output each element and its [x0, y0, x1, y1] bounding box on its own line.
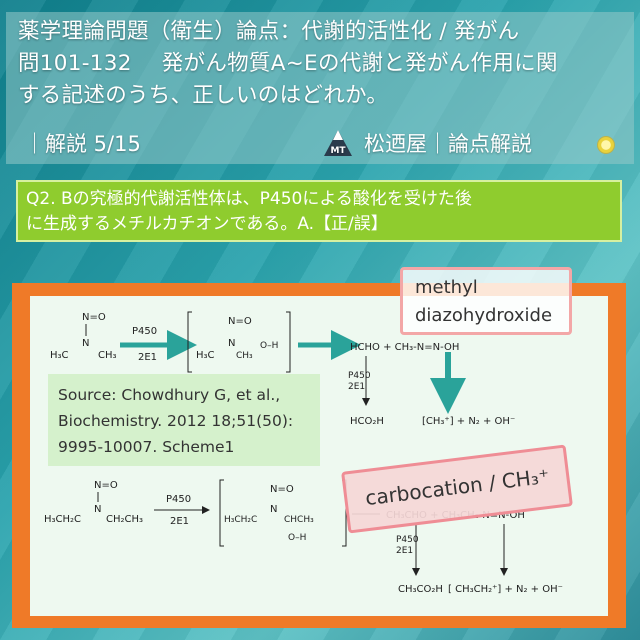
svg-text:O–H: O–H — [288, 533, 306, 543]
svg-text:CH₃: CH₃ — [98, 350, 117, 361]
enzyme-label: P450 — [348, 371, 371, 381]
callout-methyl-line-1: methyl — [415, 277, 478, 298]
callout-methyl-line-2: diazohydroxide — [415, 305, 553, 326]
title-line-1: 薬学理論問題（衛生）論点：代謝的活性化 / 発がん — [18, 19, 520, 44]
svg-text:CH₃: CH₃ — [236, 351, 253, 361]
dmn-molecule: N=O N H₃C CH₃ — [50, 312, 117, 361]
logo-text: MT — [330, 146, 346, 156]
title-line-2: 問101-132 発がん物質A~Eの代謝と発がん作用に関 — [18, 48, 628, 80]
svg-text:CHCH₃: CHCH₃ — [284, 515, 314, 525]
svg-text:N=O: N=O — [82, 312, 106, 323]
source-line-3: 9995-10007. Scheme1 — [58, 438, 235, 456]
source-citation: Source: Chowdhury G, et al., Biochemistr… — [48, 374, 320, 466]
metabolism-scheme: N=O N H₃C CH₃ P450 2E1 N=O N H₃C CH₃ O–H… — [44, 311, 563, 595]
svg-text:N=O: N=O — [94, 480, 118, 491]
svg-text:N: N — [228, 338, 235, 349]
methyl-diazohydroxide-callout: methyl diazohydroxide — [400, 267, 572, 335]
page-title: 薬学理論問題（衛生）論点：代謝的活性化 / 発がん 問101-132 発がん物質A… — [18, 16, 628, 112]
ethyl-cation-products: [ CH₃CH₂⁺] + N₂ + OH⁻ — [448, 584, 563, 595]
svg-text:N=O: N=O — [228, 316, 252, 327]
svg-text:H₃CH₂C: H₃CH₂C — [44, 514, 81, 525]
question-box: Q2. Bの究極的代謝活性体は、P450による酸化を受けた後 に生成するメチルカ… — [16, 180, 622, 242]
isoform-label: 2E1 — [348, 382, 365, 392]
enzyme-label: P450 — [396, 535, 419, 545]
svg-text:H₃C: H₃C — [50, 350, 69, 361]
source-line-1: Source: Chowdhury G, et al., — [58, 386, 281, 404]
question-number: 問101-132 — [18, 51, 132, 76]
svg-text:H₃CH₂C: H₃CH₂C — [224, 515, 257, 525]
hydroxylated-intermediate: N=O N H₃C CH₃ O–H — [187, 311, 291, 373]
enzyme-label: P450 — [132, 326, 157, 337]
svg-text:O–H: O–H — [260, 341, 278, 351]
svg-text:N: N — [82, 338, 89, 349]
formic-acid: HCO₂H — [350, 416, 384, 427]
brand: MT 松迺屋｜論点解説 — [322, 128, 532, 158]
title-panel — [6, 12, 634, 164]
products-top: HCHO + CH₃-N=N-OH — [350, 342, 459, 353]
subtitle-row: ｜解説 5/15 MT 松迺屋｜論点解説 — [24, 128, 624, 158]
question-line-1: Q2. Bの究極的代謝活性体は、P450による酸化を受けた後 — [26, 189, 472, 209]
svg-text:N=O: N=O — [270, 484, 294, 495]
isoform-label: 2E1 — [396, 546, 413, 556]
source-line-2: Biochemistry. 2012 18;51(50): — [58, 412, 294, 430]
svg-text:H₃C: H₃C — [196, 350, 215, 361]
alpha-hydroxy-intermediate: N=O N H₃CH₂C CHCH₃ O–H — [219, 479, 347, 547]
methyl-cation-products: [CH₃⁺] + N₂ + OH⁻ — [422, 416, 515, 427]
svg-text:CH₂CH₃: CH₂CH₃ — [106, 514, 143, 525]
sun-icon — [597, 136, 615, 154]
isoform-label: 2E1 — [170, 516, 189, 527]
acetic-acid: CH₃CO₂H — [398, 584, 443, 595]
explanation-page-label: ｜解説 5/15 — [24, 132, 141, 156]
callout-carbocation-text: carbocation / CH₃⁺ — [363, 463, 551, 511]
brand-name: 松迺屋｜論点解説 — [364, 132, 532, 156]
mountain-logo-icon: MT — [324, 130, 352, 156]
title-line-3: する記述のうち、正しいのはどれか。 — [18, 83, 389, 108]
den-molecule: N=O N H₃CH₂C CH₂CH₃ — [44, 480, 143, 525]
svg-text:N: N — [270, 504, 277, 515]
svg-text:N: N — [94, 504, 101, 515]
isoform-label: 2E1 — [138, 352, 157, 363]
title-line-2-text: 発がん物質A~Eの代謝と発がん作用に関 — [161, 51, 558, 76]
question-line-2: に生成するメチルカチオンである。A.【正/誤】 — [26, 214, 388, 234]
enzyme-label: P450 — [166, 494, 191, 505]
